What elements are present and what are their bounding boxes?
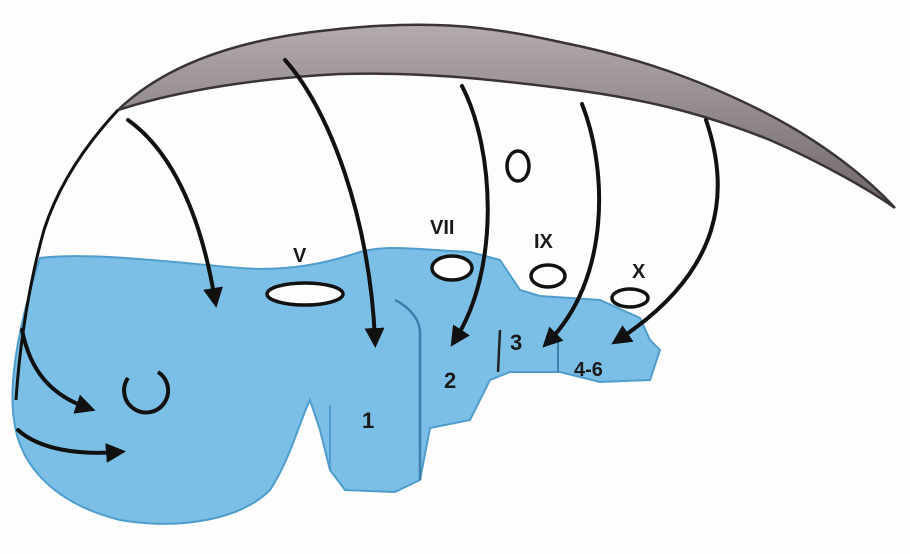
arrow-to-face-upper [20,328,96,414]
head-outline [14,108,120,401]
arch2-3-separator [496,329,502,373]
placode-ix [529,263,567,289]
arch1-2-separator [394,298,422,480]
arrow-to-arch4-6 [611,118,720,345]
neural-crest-band [117,23,896,210]
nerve-label-x: X [632,261,646,283]
eye-icon [122,370,171,415]
placode-x [610,287,650,309]
nerve-label-ix: IX [534,231,554,253]
arrow-to-face-lower [16,428,126,463]
arrow-to-arch3 [542,102,602,348]
otic-placode [505,149,531,183]
arch-label-3: 3 [510,330,522,355]
arrow-to-head [126,118,223,308]
placode-vii [430,254,474,282]
arrow-to-arch1 [283,58,385,348]
arch-label-1: 1 [362,408,374,433]
arch-label-2: 2 [444,368,456,393]
head-mesenchyme [11,246,662,525]
nerve-label-vii: VII [430,217,454,239]
arch-label-4-6: 4-6 [574,359,603,381]
nerve-label-v: V [293,245,307,267]
arrow-to-arch2 [450,84,490,347]
pharyngeal-region [11,246,662,525]
migration-arrows [16,58,720,463]
placode-v [265,281,345,307]
